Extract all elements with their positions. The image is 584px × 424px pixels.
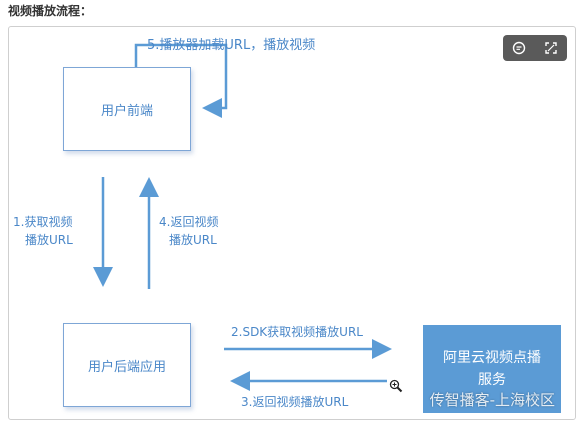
- label-step2: 2.SDK获取视频播放URL: [231, 325, 363, 339]
- arrow-step5: [134, 43, 228, 118]
- label-step4-line1: 4.返回视频: [159, 215, 219, 229]
- frontend-box: 用户前端: [63, 67, 191, 151]
- label-step3: 3.返回视频播放URL: [241, 395, 349, 409]
- fullscreen-icon: [545, 42, 557, 54]
- label-step4-line2: 播放URL: [169, 233, 217, 247]
- diagram-arrows: [93, 43, 392, 391]
- zoom-in-cursor-icon: [389, 379, 403, 393]
- image-toolbar: [503, 35, 567, 61]
- frontend-label: 用户前端: [100, 103, 153, 119]
- backend-box: 用户后端应用: [63, 323, 191, 407]
- fullscreen-button[interactable]: [541, 38, 561, 58]
- comment-icon: [512, 41, 526, 55]
- section-heading: 视频播放流程：: [8, 4, 93, 18]
- diagram-frame: 用户前端 用户后端应用 阿里云视频点播 服务 传智播客-上海校区 5.播放器加载…: [8, 26, 576, 420]
- comment-button[interactable]: [509, 38, 529, 58]
- label-step5: 5.播放器加载URL，播放视频: [147, 38, 316, 53]
- vod-service-box: 阿里云视频点播 服务 传智播客-上海校区: [423, 325, 561, 413]
- backend-label: 用户后端应用: [87, 359, 166, 375]
- vod-label-line1: 阿里云视频点播: [443, 350, 541, 366]
- label-step1-line1: 1.获取视频: [13, 215, 73, 229]
- label-step1-line2: 播放URL: [25, 233, 73, 247]
- watermark-text: 传智播客-上海校区: [429, 391, 555, 409]
- vod-label-line2: 服务: [478, 372, 506, 388]
